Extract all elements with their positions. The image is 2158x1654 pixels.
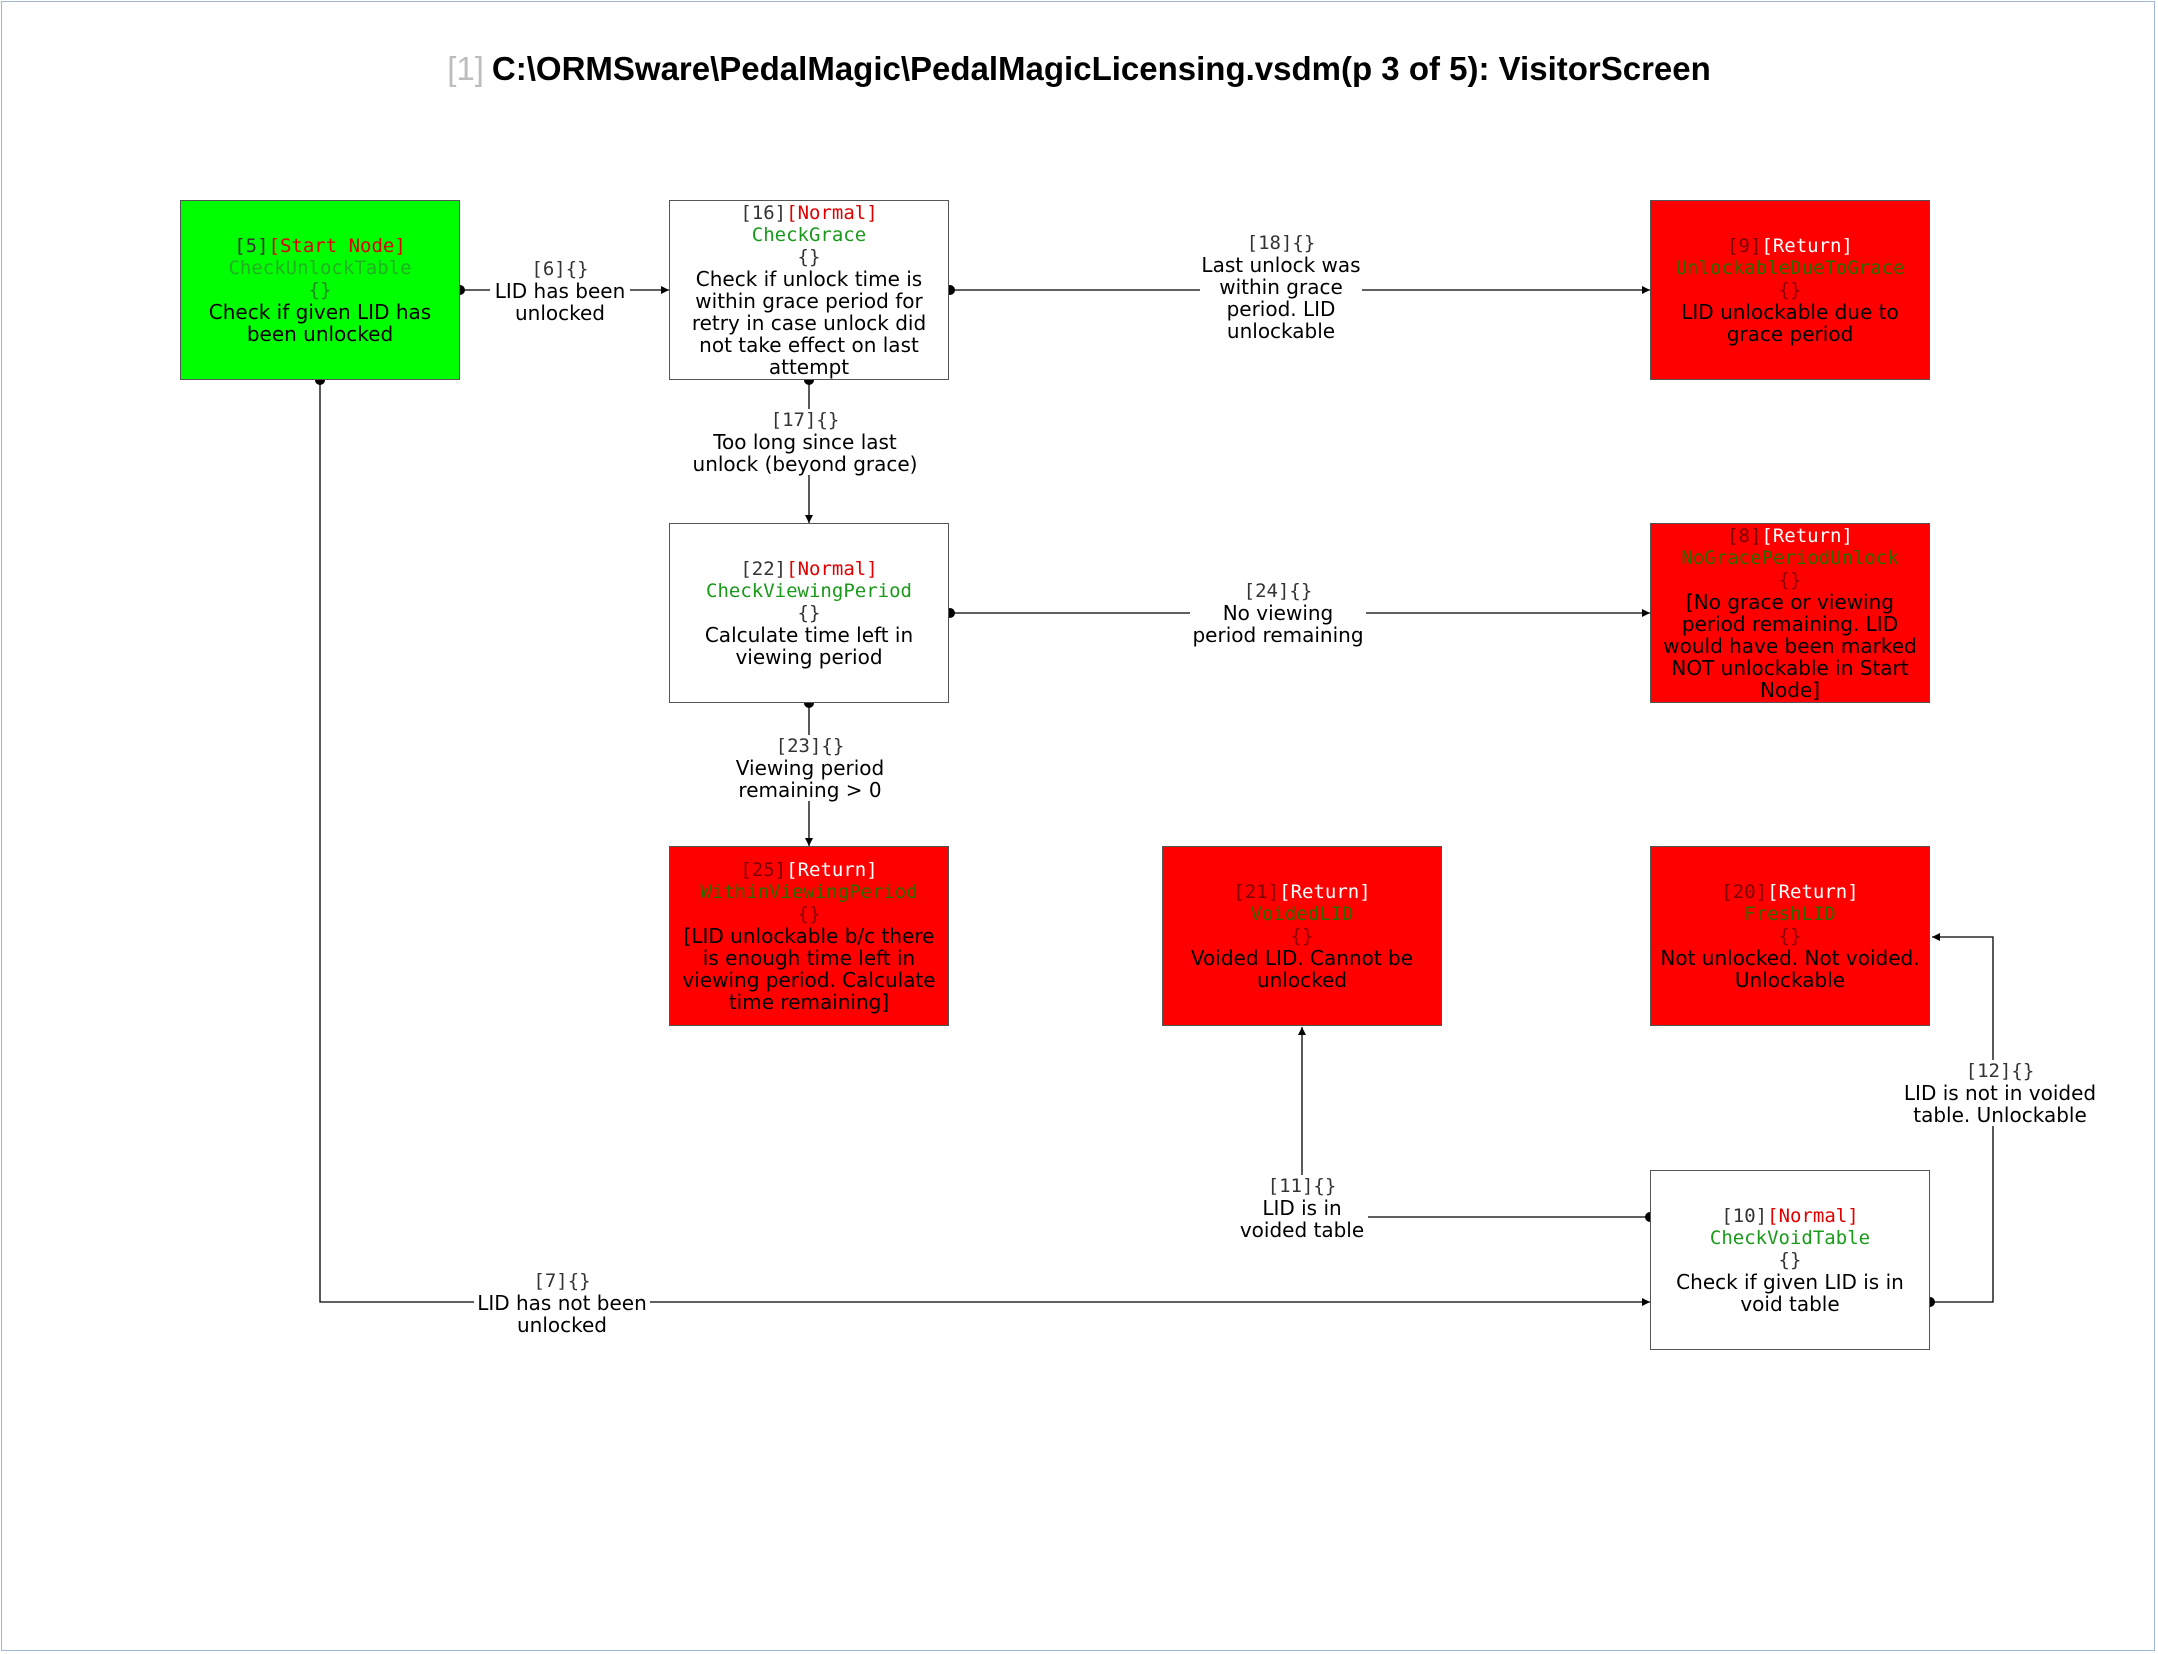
node-description: LID unlockable due to grace period	[1681, 300, 1899, 346]
node-8-no-grace-period-unlock[interactable]: [8][Return] NoGracePeriodUnlock {} [No g…	[1650, 523, 1930, 703]
node-20-fresh-lid[interactable]: [20][Return] FreshLID {} Not unlocked. N…	[1650, 846, 1930, 1026]
edge-text: LID is not in voided table. Unlockable	[1903, 1081, 2097, 1127]
node-name: VoidedLID	[1250, 903, 1354, 925]
node-description: Check if given LID has been unlocked	[208, 300, 432, 346]
edge-text: LID has not been unlocked	[477, 1291, 647, 1337]
node-id: [8]	[1727, 525, 1762, 547]
node-braces: {}	[797, 246, 821, 268]
node-id: [10]	[1721, 1205, 1768, 1227]
edge-7-line	[319, 380, 1650, 1306]
edge-id: [11]{}	[1267, 1175, 1337, 1197]
edge-id: [24]{}	[1243, 580, 1313, 602]
node-16-check-grace[interactable]: [16][Normal] CheckGrace {} Check if unlo…	[669, 200, 949, 380]
node-type: [Return]	[1761, 235, 1853, 257]
node-type: [Return]	[1761, 525, 1853, 547]
node-id: [16]	[740, 202, 787, 224]
edge-id: [18]{}	[1246, 232, 1316, 254]
node-name: FreshLID	[1744, 903, 1836, 925]
edge-id: [7]{}	[533, 1270, 591, 1292]
edge-id: [17]{}	[770, 409, 840, 431]
node-9-unlockable-due-to-grace[interactable]: [9][Return] UnlockableDueToGrace {} LID …	[1650, 200, 1930, 380]
title-text: C:\ORMSware\PedalMagic\PedalMagicLicensi…	[491, 50, 1711, 87]
node-type: [Return]	[1279, 881, 1371, 903]
node-description: Calculate time left in viewing period	[704, 623, 914, 669]
edge-24-label: [24]{} No viewing period remaining	[1190, 580, 1366, 646]
node-name: CheckVoidTable	[1709, 1227, 1871, 1249]
node-description: Not unlocked. Not voided. Unlockable	[1660, 946, 1920, 992]
node-22-check-viewing-period[interactable]: [22][Normal] CheckViewingPeriod {} Calcu…	[669, 523, 949, 703]
node-21-voided-lid[interactable]: [21][Return] VoidedLID {} Voided LID. Ca…	[1162, 846, 1442, 1026]
node-id: [22]	[740, 558, 787, 580]
edge-17-label: [17]{} Too long since last unlock (beyon…	[690, 409, 920, 475]
node-id: [5]	[234, 235, 269, 257]
node-name: CheckViewingPeriod	[706, 580, 912, 602]
title-prefix: [1]	[447, 50, 484, 87]
edge-text: Too long since last unlock (beyond grace…	[692, 430, 918, 476]
node-type: [Start Node]	[268, 235, 406, 257]
node-type: [Return]	[786, 859, 878, 881]
node-braces: {}	[797, 602, 821, 624]
node-name: WithinViewingPeriod	[700, 881, 918, 903]
edge-id: [12]{}	[1965, 1060, 2035, 1082]
edge-11-label: [11]{} LID is in voided table	[1236, 1175, 1368, 1241]
edge-6-label: [6]{} LID has been unlocked	[490, 258, 630, 324]
node-braces: {}	[797, 903, 821, 925]
edge-text: Viewing period remaining > 0	[735, 756, 885, 802]
edge-text: LID has been unlocked	[494, 279, 626, 325]
node-type: [Normal]	[786, 202, 878, 224]
node-name: CheckUnlockTable	[228, 257, 412, 279]
edge-23-label: [23]{} Viewing period remaining > 0	[725, 735, 895, 801]
edge-7-label: [7]{} LID has not been unlocked	[474, 1270, 650, 1336]
edge-text: Last unlock was within grace period. LID…	[1201, 253, 1361, 343]
edge-text: No viewing period remaining	[1192, 601, 1364, 647]
node-id: [21]	[1233, 881, 1280, 903]
node-10-check-void-table[interactable]: [10][Normal] CheckVoidTable {} Check if …	[1650, 1170, 1930, 1350]
node-name: NoGracePeriodUnlock	[1681, 547, 1899, 569]
edge-id: [23]{}	[775, 735, 845, 757]
node-description: Check if given LID is in void table	[1676, 1270, 1904, 1316]
node-type: [Return]	[1767, 881, 1859, 903]
node-braces: {}	[1778, 925, 1802, 947]
node-id: [20]	[1721, 881, 1768, 903]
node-description: [LID unlockable b/c there is enough time…	[682, 924, 936, 1014]
node-type: [Normal]	[1767, 1205, 1859, 1227]
node-braces: {}	[1778, 569, 1802, 591]
node-braces: {}	[1778, 279, 1802, 301]
node-25-within-viewing-period[interactable]: [25][Return] WithinViewingPeriod {} [LID…	[669, 846, 949, 1026]
node-description: Voided LID. Cannot be unlocked	[1190, 946, 1414, 992]
edge-id: [6]{}	[531, 258, 589, 280]
node-id: [9]	[1727, 235, 1762, 257]
node-description: [No grace or viewing period remaining. L…	[1663, 590, 1917, 702]
node-5-check-unlock-table[interactable]: [5][Start Node] CheckUnlockTable {} Chec…	[180, 200, 460, 380]
node-name: CheckGrace	[751, 224, 867, 246]
edge-18-label: [18]{} Last unlock was within grace peri…	[1200, 232, 1362, 342]
node-id: [25]	[740, 859, 787, 881]
edge-text: LID is in voided table	[1239, 1196, 1365, 1242]
node-type: [Normal]	[786, 558, 878, 580]
edge-12-label: [12]{} LID is not in voided table. Unloc…	[1895, 1060, 2105, 1126]
node-braces: {}	[1778, 1249, 1802, 1271]
node-braces: {}	[308, 279, 332, 301]
node-description: Check if unlock time is within grace per…	[691, 267, 927, 379]
page-title: [1]C:\ORMSware\PedalMagic\PedalMagicLice…	[0, 50, 2158, 88]
node-braces: {}	[1290, 925, 1314, 947]
node-name: UnlockableDueToGrace	[1675, 257, 1905, 279]
